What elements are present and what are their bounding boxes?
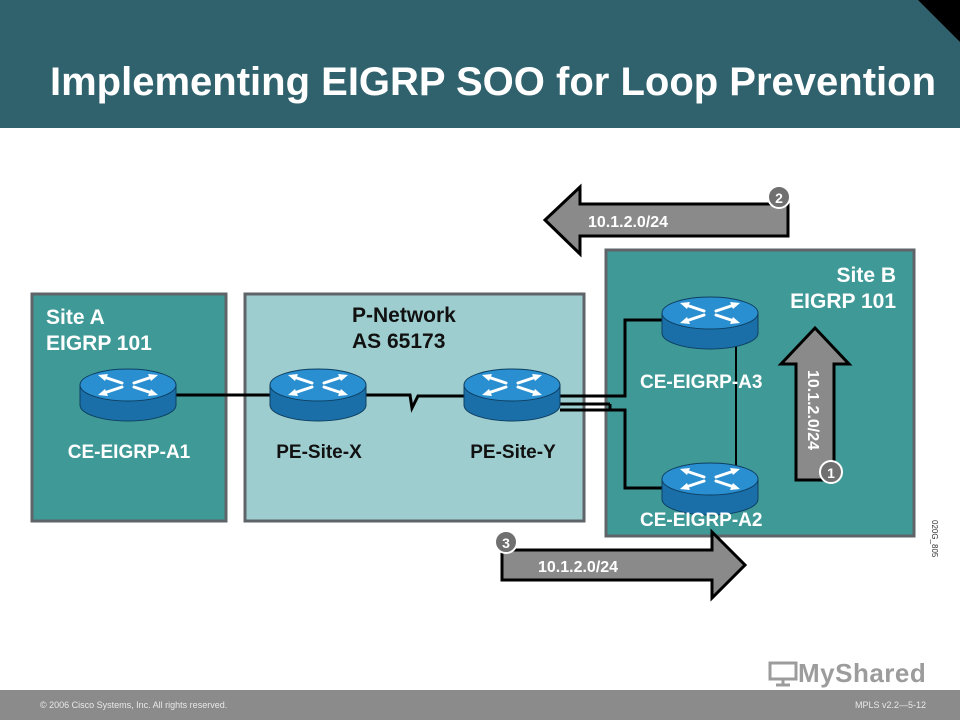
arrow-3-prefix: 10.1.2.0/24 [538, 559, 618, 576]
router-pe-site-x [268, 367, 368, 423]
link-pe-y-ce-a2 [560, 408, 662, 490]
arrow-2-shape [542, 183, 790, 258]
step-3-number: 3 [502, 535, 510, 551]
step-1-badge [819, 460, 843, 484]
step-2-badge [767, 185, 791, 209]
site-b-name: Site B [836, 264, 896, 287]
network-links [176, 318, 737, 490]
step-1-number: 1 [827, 465, 835, 481]
router-ce-eigrp-a2 [660, 461, 760, 517]
site-a-protocol: EIGRP 101 [46, 332, 152, 355]
presentation-icon [768, 661, 798, 686]
arrow-step-1: 10.1.2.0/24 1 [777, 325, 853, 484]
link-pe-x-pe-y-serial [366, 393, 464, 413]
step-3-badge [494, 530, 518, 554]
p-network-name: P-Network [352, 304, 456, 327]
slide-footer: © 2006 Cisco Systems, Inc. All rights re… [0, 690, 960, 720]
link-pe-y-ce-a3 [560, 318, 662, 398]
p-network-as: AS 65173 [352, 330, 445, 353]
figure-id: 020G_805 [930, 520, 939, 558]
slide-header: Implementing EIGRP SOO for Loop Preventi… [0, 0, 960, 128]
router-pe-site-y [462, 367, 562, 423]
label-ce-eigrp-a3: CE-EIGRP-A3 [640, 372, 762, 393]
router-ce-eigrp-a3 [660, 295, 760, 351]
arrow-step-3: 10.1.2.0/24 3 [494, 528, 748, 602]
arrow-2-prefix: 10.1.2.0/24 [588, 214, 668, 231]
site-a-name: Site A [46, 306, 105, 329]
network-diagram: Site A EIGRP 101 Site B EIGRP 101 P-Netw… [30, 183, 939, 602]
step-2-number: 2 [775, 190, 783, 206]
arrow-3-shape [500, 528, 748, 602]
label-pe-site-x: PE-Site-X [276, 442, 362, 463]
arrow-step-2: 10.1.2.0/24 2 [542, 183, 791, 258]
label-pe-site-y: PE-Site-Y [470, 442, 556, 463]
label-ce-eigrp-a2: CE-EIGRP-A2 [640, 510, 762, 531]
copyright-text: © 2006 Cisco Systems, Inc. All rights re… [40, 700, 228, 710]
label-ce-eigrp-a1: CE-EIGRP-A1 [68, 442, 191, 463]
brand-watermark: MyShared [768, 658, 926, 689]
slide-title: Implementing EIGRP SOO for Loop Preventi… [50, 60, 937, 104]
brand-name: MyShared [798, 658, 927, 688]
header-corner-decoration [918, 0, 960, 42]
course-code: MPLS v2.2—5-12 [854, 700, 926, 710]
router-ce-eigrp-a1 [78, 367, 178, 423]
site-b-protocol: EIGRP 101 [790, 290, 896, 313]
arrow-1-prefix: 10.1.2.0/24 [804, 370, 821, 450]
